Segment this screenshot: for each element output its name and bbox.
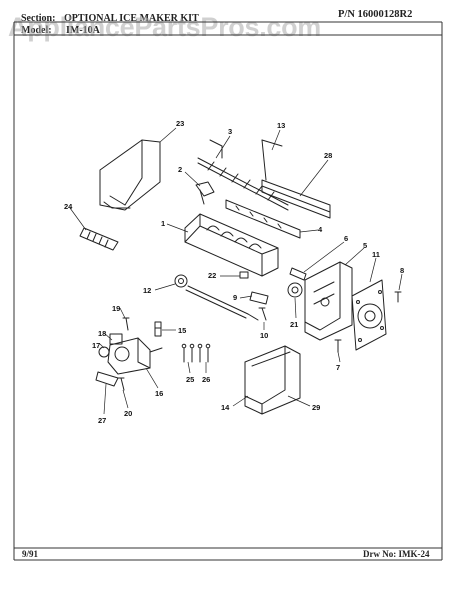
footer-date: 9/91 (22, 549, 39, 559)
callout-20: 20 (124, 409, 132, 418)
part-27-bracket (95, 371, 119, 387)
part-20-screw (117, 377, 125, 391)
callout-16: 16 (155, 389, 163, 398)
part-number: P/N 16000128R2 (338, 9, 413, 20)
callout-17: 17 (92, 341, 100, 350)
part-11-plate (351, 279, 387, 351)
callout-11: 11 (372, 250, 380, 259)
footer-drawing-number: Drw No: IMK-24 (363, 549, 430, 559)
part-23-shield (99, 139, 161, 211)
callout-25: 25 (186, 375, 194, 384)
part-18-coil (109, 333, 123, 345)
part-1-mold (184, 213, 279, 277)
part-24-insulation (79, 227, 119, 251)
part-19-screw (122, 317, 130, 331)
watermark: AppliancePartsPros.com (8, 12, 322, 42)
callout-28: 28 (324, 151, 332, 160)
callout-14: 14 (221, 403, 230, 412)
callout-18: 18 (98, 329, 106, 338)
callout-4: 4 (318, 225, 323, 234)
part-16-valve (107, 337, 163, 375)
model-label: Model: (21, 25, 52, 36)
callout-8: 8 (400, 266, 404, 275)
callout-6: 6 (344, 234, 348, 243)
part-15-grommet (154, 321, 162, 337)
part-10-screw (258, 307, 267, 321)
callout-1: 1 (161, 219, 165, 228)
section-label: Section: (21, 13, 56, 24)
part-12-harness (174, 274, 259, 321)
part-25-26-connectors (181, 343, 211, 363)
callout-13: 13 (277, 121, 285, 130)
callout-29: 29 (312, 403, 320, 412)
part-21-gear (287, 282, 303, 298)
part-28-stripper (261, 179, 331, 219)
callout-15: 15 (178, 326, 186, 335)
part-9-clip (249, 291, 269, 305)
part-8-screw (394, 291, 402, 303)
part-14-29-ice-bin (244, 345, 301, 415)
callout-5: 5 (363, 241, 367, 250)
part-3-ejector (197, 139, 289, 211)
section-title: OPTIONAL ICE MAKER KIT (64, 13, 199, 24)
model-value: IM-10A (66, 25, 100, 36)
part-2-arm (195, 181, 215, 205)
part-6-coupler (289, 267, 307, 281)
callout-7: 7 (336, 363, 340, 372)
callout-23: 23 (176, 119, 184, 128)
callout-27: 27 (98, 416, 106, 425)
part-7-screw (334, 339, 342, 353)
callout-2: 2 (178, 165, 182, 174)
callout-21: 21 (290, 320, 298, 329)
callout-19: 19 (112, 304, 120, 313)
callout-24: 24 (64, 202, 73, 211)
part-5-housing (304, 261, 353, 341)
callout-22: 22 (208, 271, 216, 280)
part-22-fastener (239, 271, 249, 279)
callout-3: 3 (228, 127, 232, 136)
callout-9: 9 (233, 293, 237, 302)
part-13-bracket (261, 139, 283, 181)
part-17-solenoid (98, 346, 110, 358)
callout-12: 12 (143, 286, 151, 295)
callout-10: 10 (260, 331, 268, 340)
part-4-rail (225, 199, 301, 239)
callout-26: 26 (202, 375, 210, 384)
